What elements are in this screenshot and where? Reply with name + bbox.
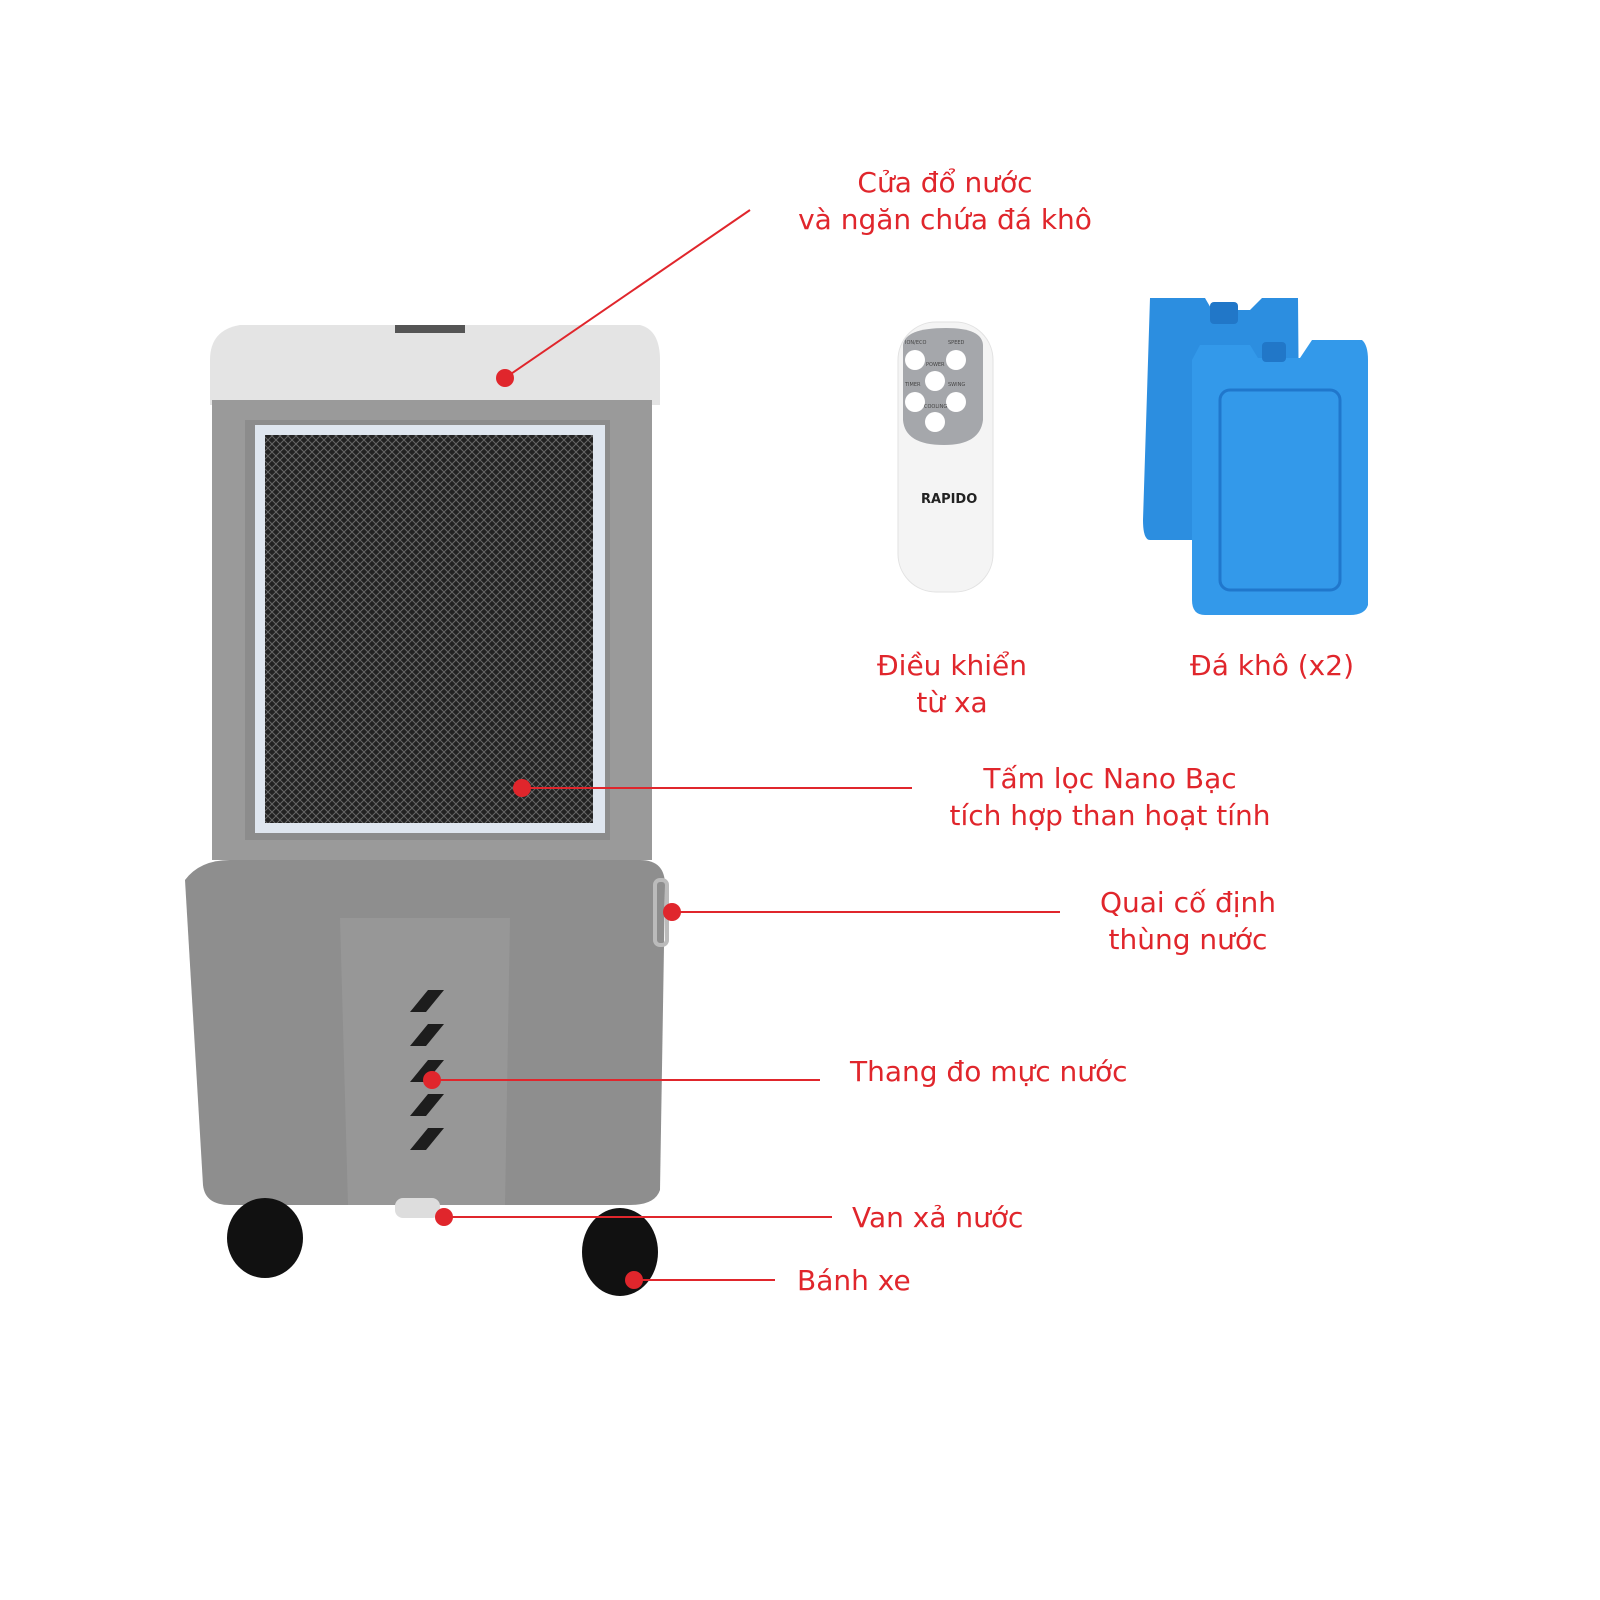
remote-label: POWER bbox=[926, 362, 945, 368]
callout-line-filter bbox=[522, 787, 912, 789]
label-line: Đá khô (x2) bbox=[1190, 649, 1354, 682]
remote-label: ION/ECO bbox=[905, 340, 927, 346]
label-ice: Đá khô (x2) bbox=[1190, 647, 1354, 684]
label-water-door: Cửa đổ nước và ngăn chứa đá khô bbox=[798, 164, 1092, 238]
callout-line-valve bbox=[444, 1216, 832, 1218]
label-handle: Quai cố định thùng nước bbox=[1100, 884, 1276, 958]
callout-dot-valve bbox=[435, 1208, 453, 1226]
callout-line-handle bbox=[672, 911, 1060, 913]
remote-label: SWING bbox=[948, 382, 966, 388]
label-line: và ngăn chứa đá khô bbox=[798, 203, 1092, 236]
label-line: Quai cố định bbox=[1099, 886, 1277, 919]
nano-filter bbox=[265, 435, 593, 823]
callout-dot-level bbox=[423, 1071, 441, 1089]
label-filter: Tấm lọc Nano Bạc tích hợp than hoạt tính bbox=[949, 760, 1270, 834]
drain-valve bbox=[395, 1198, 440, 1218]
callout-dot-wheel bbox=[625, 1271, 643, 1289]
remote-label: SPEED bbox=[948, 340, 965, 346]
callout-dot-handle bbox=[663, 903, 681, 921]
ice-packs bbox=[1143, 298, 1368, 615]
label-wheel: Bánh xe bbox=[797, 1264, 911, 1297]
callout-dot-filter bbox=[513, 779, 531, 797]
callout-line-wheel bbox=[634, 1279, 775, 1281]
air-cooler bbox=[185, 325, 669, 1296]
label-line: tích hợp than hoạt tính bbox=[949, 799, 1271, 832]
label-line: Điều khiển bbox=[876, 649, 1028, 682]
remote-label: TIMER bbox=[905, 382, 921, 388]
label-level: Thang đo mực nước bbox=[850, 1055, 1128, 1088]
remote-button-labels: ION/ECO SPEED POWER TIMER SWING COOLING bbox=[900, 340, 990, 420]
label-line: Tấm lọc Nano Bạc bbox=[983, 762, 1237, 795]
label-line: từ xa bbox=[916, 686, 988, 719]
cooler-top-lid bbox=[210, 325, 660, 405]
label-remote: Điều khiển từ xa bbox=[877, 647, 1027, 721]
label-valve: Van xả nước bbox=[852, 1201, 1024, 1234]
label-line: Cửa đổ nước bbox=[857, 166, 1033, 199]
callout-line-level bbox=[432, 1079, 820, 1081]
remote-control bbox=[897, 321, 994, 593]
remote-label: COOLING bbox=[924, 404, 948, 410]
label-line: thùng nước bbox=[1108, 923, 1268, 956]
remote-brand: RAPIDO bbox=[921, 492, 978, 507]
callout-line-water-door bbox=[504, 209, 751, 379]
callout-dot-water-door bbox=[496, 369, 514, 387]
